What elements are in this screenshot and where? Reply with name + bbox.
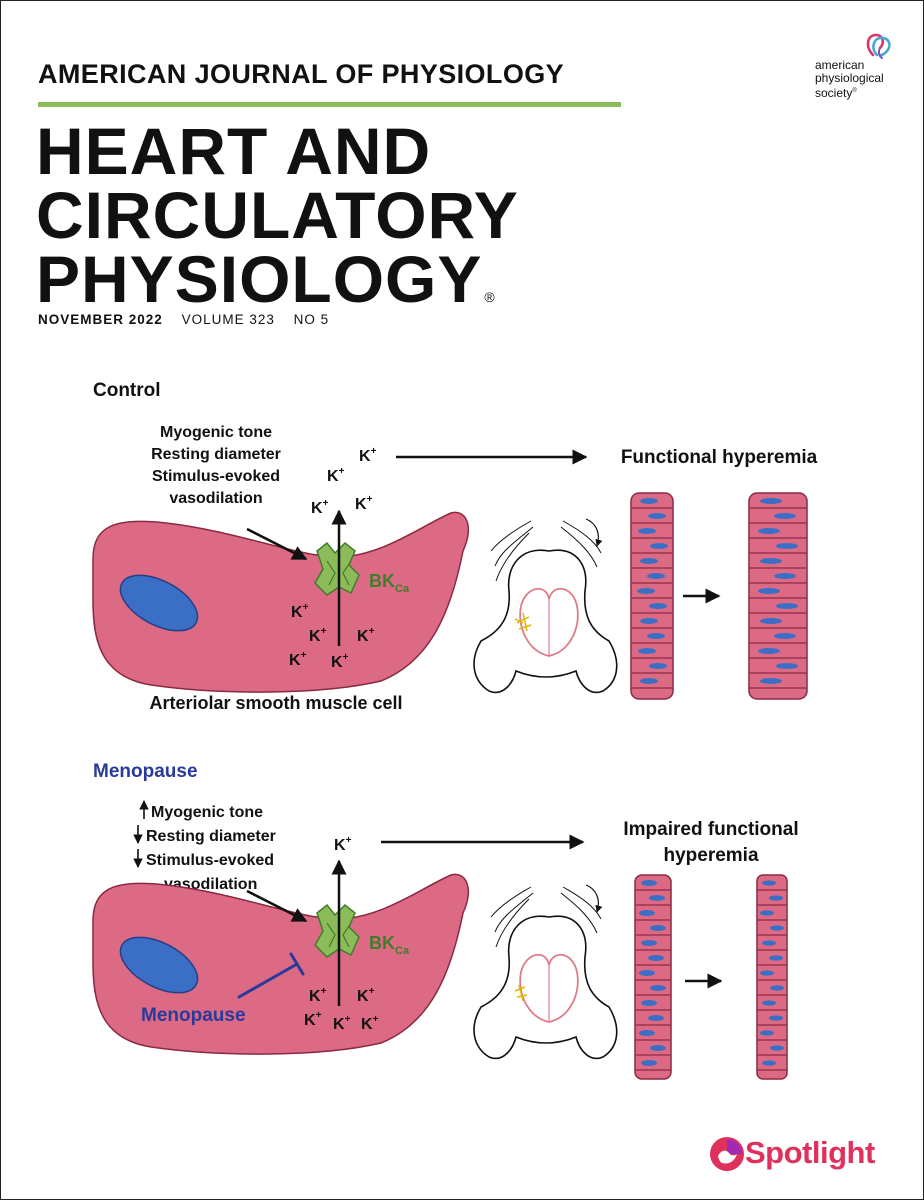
control-mouse-head-icon [473, 518, 618, 694]
control-heading: Control [93, 380, 161, 401]
menopause-inhibition-icon [237, 952, 305, 999]
menopause-heading: Menopause [93, 761, 198, 782]
control-effects: Myogenic tone Resting diameter Stimulus-… [151, 424, 281, 507]
k-ion: K+ [311, 498, 329, 517]
menopause-mouse-head-icon [473, 884, 618, 1060]
menopause-pointer-arrow [246, 889, 308, 923]
k-ion: K+ [333, 1014, 351, 1033]
control-smooth-muscle-cell [92, 511, 469, 693]
k-ion: K+ [331, 652, 349, 671]
journal-title: HEART AND CIRCULATORY PHYSIOLOGY® [36, 114, 519, 312]
control-outcome-label: Functional hyperemia [621, 447, 818, 468]
k-ion: K+ [334, 835, 352, 854]
green-rule [38, 102, 621, 107]
spotlight-badge: Spotlight [745, 1135, 875, 1170]
menopause-outcome-line-2: hyperemia [663, 845, 758, 866]
menopause-channel-label: BKCa [369, 933, 410, 957]
menopause-ions-inside: K+ K+ K+ K+ K+ [304, 986, 379, 1033]
menopause-effect-3: Stimulus-evoked [146, 852, 274, 869]
k-ion: K+ [309, 626, 327, 645]
control-panel: Control Myogenic tone Resting diameter S… [92, 380, 818, 713]
control-pointer-arrow [246, 527, 308, 561]
issue-volume: VOLUME 323 [181, 312, 275, 327]
k-ion: K+ [304, 1010, 322, 1029]
menopause-effects: Myogenic tone Resting diameter Stimulus-… [146, 804, 276, 893]
k-ion: K+ [357, 626, 375, 645]
menopause-effect-arrows [133, 800, 149, 868]
menopause-effect-2: Resting diameter [146, 828, 276, 845]
title-line-2: CIRCULATORY [36, 178, 519, 252]
publisher-line-3: society® [815, 85, 884, 100]
k-ion: K+ [357, 986, 375, 1005]
issue-number: NO 5 [293, 312, 330, 327]
control-whisker-stimulus-icon [514, 612, 532, 632]
menopause-inhibitor-label: Menopause [141, 1005, 246, 1026]
aps-logo-icon [866, 33, 891, 59]
control-channel-label: BKCa [369, 571, 410, 595]
control-effect-2: Resting diameter [151, 446, 281, 463]
control-ions-inside: K+ K+ K+ K+ K+ [289, 602, 375, 671]
title-line-1: HEART AND [36, 114, 432, 188]
control-cell-label: Arteriolar smooth muscle cell [149, 693, 402, 713]
control-vessel-before-icon [630, 492, 674, 700]
control-bk-channel-icon [314, 541, 360, 596]
control-ions-outside: K+ K+ K+ K+ [311, 446, 377, 517]
menopause-nucleus [119, 936, 199, 994]
publisher-name: american physiological society® [815, 59, 884, 100]
k-ion: K+ [309, 986, 327, 1005]
k-ion: K+ [289, 650, 307, 669]
issue-date: NOVEMBER 2022 [38, 312, 163, 327]
publisher-line-2: physiological [815, 71, 884, 85]
control-effect-4: vasodilation [169, 490, 262, 507]
menopause-effect-1: Myogenic tone [151, 804, 263, 821]
menopause-panel: Menopause Myogenic tone Resting diameter… [92, 761, 799, 1080]
title-line-3-text: PHYSIOLOGY [36, 242, 483, 316]
control-effect-3: Stimulus-evoked [152, 468, 280, 485]
k-ion: K+ [359, 446, 377, 465]
menopause-smooth-muscle-cell [92, 873, 469, 1055]
menopause-outcome-line-1: Impaired functional [623, 819, 798, 840]
publisher-line-1: american [815, 58, 865, 72]
k-ion: K+ [355, 494, 373, 513]
control-effect-1: Myogenic tone [160, 424, 272, 441]
cover-figure: Control Myogenic tone Resting diameter S… [92, 380, 818, 1080]
menopause-bk-channel-icon [314, 903, 360, 958]
control-nucleus [119, 574, 199, 632]
k-ion: K+ [327, 466, 345, 485]
menopause-vessel-before-icon [634, 874, 672, 1080]
spotlight-logo-icon [710, 1137, 744, 1171]
k-ion: K+ [361, 1014, 379, 1033]
k-ion: K+ [291, 602, 309, 621]
title-line-3: PHYSIOLOGY® [36, 246, 519, 312]
issue-line: NOVEMBER 2022 VOLUME 323 NO 5 [38, 312, 343, 327]
control-vessel-after-icon [748, 492, 808, 700]
publisher-line-3-text: society [815, 86, 853, 100]
registered-mark: ® [484, 289, 496, 305]
menopause-whisker-stimulus-icon [514, 984, 528, 1002]
journal-name: AMERICAN JOURNAL OF PHYSIOLOGY [38, 59, 565, 89]
publisher-registered-mark: ® [852, 88, 857, 94]
menopause-vessel-after-icon [756, 874, 788, 1080]
